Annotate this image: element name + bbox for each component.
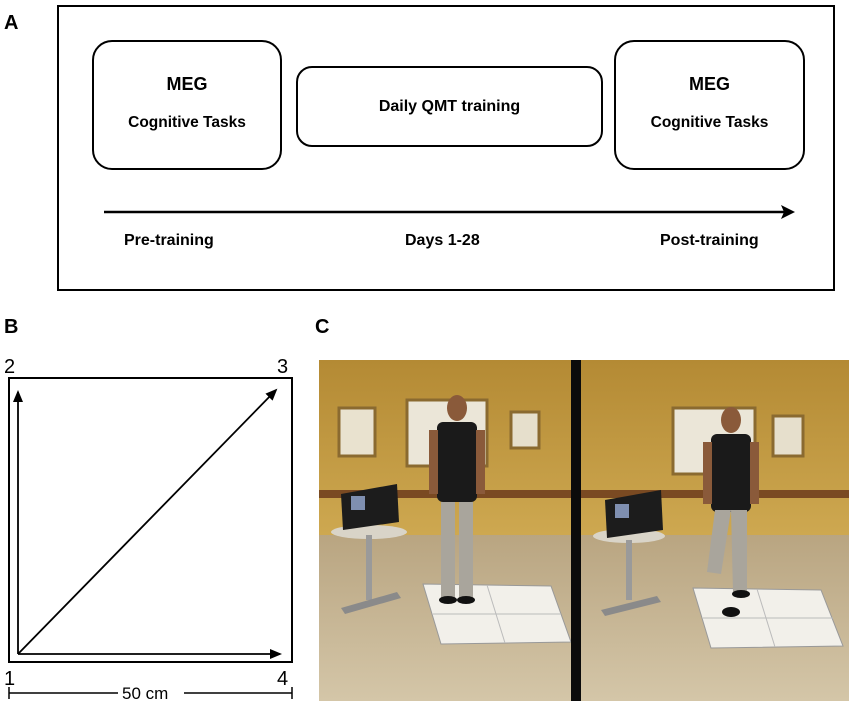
qmt-square-diagram bbox=[8, 377, 293, 699]
study-design-panel: MEG Cognitive Tasks Daily QMT training M… bbox=[57, 5, 835, 291]
panel-b-letter: B bbox=[4, 316, 19, 338]
photo-standing bbox=[319, 360, 572, 701]
square-outline bbox=[8, 377, 293, 663]
timeline-arrow bbox=[104, 205, 795, 219]
corner-label-2: 2 bbox=[4, 356, 16, 378]
training-box-title: Daily QMT training bbox=[378, 98, 521, 115]
training-photos bbox=[319, 360, 849, 701]
corner-label-3: 3 bbox=[277, 356, 289, 378]
corner-label-4: 4 bbox=[277, 668, 289, 690]
post-training-box: MEG Cognitive Tasks bbox=[614, 40, 805, 170]
pre-box-subtitle: Cognitive Tasks bbox=[128, 114, 246, 131]
arrow-1-to-3 bbox=[17, 388, 278, 655]
photo-stepping bbox=[581, 360, 849, 701]
pre-box-title: MEG bbox=[166, 74, 208, 94]
training-box: Daily QMT training bbox=[296, 66, 603, 147]
post-box-title: MEG bbox=[688, 74, 730, 94]
corner-label-1: 1 bbox=[4, 668, 16, 690]
days-label: Days 1-28 bbox=[405, 232, 480, 249]
pre-training-box: MEG Cognitive Tasks bbox=[92, 40, 282, 170]
scale-label: 50 cm bbox=[122, 684, 169, 703]
panel-c-letter: C bbox=[315, 316, 330, 338]
post-box-subtitle: Cognitive Tasks bbox=[650, 114, 769, 131]
panel-a-letter: A bbox=[4, 12, 19, 34]
pre-training-label: Pre-training bbox=[124, 232, 214, 249]
post-training-label: Post-training bbox=[660, 232, 759, 249]
photo-divider bbox=[571, 360, 581, 701]
